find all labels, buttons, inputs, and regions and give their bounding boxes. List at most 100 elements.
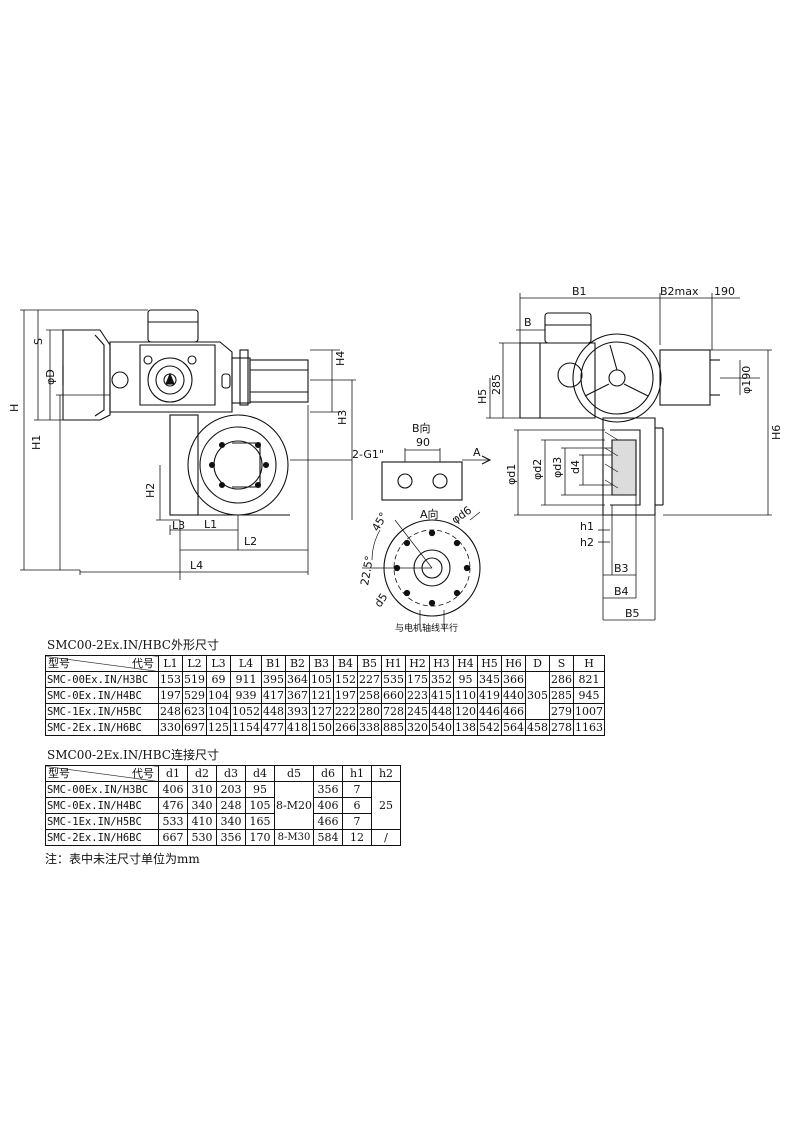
table-cell: 223 <box>405 687 430 704</box>
table-cell: 410 <box>187 813 217 830</box>
table-cell: 175 <box>405 671 430 688</box>
dim-label-d4: d4 <box>569 460 582 474</box>
table-cell: 345 <box>477 671 502 688</box>
table-header-cell: d5 <box>274 765 314 782</box>
table-cell: 458 <box>525 719 550 736</box>
table2-corner-cell: 型号 代号 <box>45 765 159 782</box>
table-cell: 152 <box>333 671 358 688</box>
table-cell: 7 <box>342 781 372 798</box>
table-cell: 477 <box>261 719 286 736</box>
table-cell: 222 <box>333 703 358 720</box>
table-header-cell: H6 <box>501 655 526 672</box>
table-cell: 364 <box>285 671 310 688</box>
table-cell: 418 <box>285 719 310 736</box>
table-header-cell: d1 <box>158 765 188 782</box>
table-cell: 258 <box>357 687 382 704</box>
a-view-title: A向 <box>420 507 439 521</box>
table-cell: 121 <box>309 687 334 704</box>
table-cell: 533 <box>158 813 188 830</box>
technical-drawing: S H φD H1 H2 H4 H3 L3 L1 L2 L4 2-G1" B向 … <box>8 285 783 634</box>
table-cell: 584 <box>313 829 343 846</box>
table-cell: 105 <box>309 671 334 688</box>
table-header-cell: L2 <box>182 655 207 672</box>
model-cell: SMC-0Ex.IN/H4BC <box>45 797 159 814</box>
model-cell: SMC-2Ex.IN/H6BC <box>45 719 159 736</box>
table-cell: 660 <box>381 687 406 704</box>
angle-label-45: 45° <box>369 510 390 533</box>
table-cell: 466 <box>501 703 526 720</box>
table-header-cell: B1 <box>261 655 286 672</box>
table-cell: 153 <box>158 671 183 688</box>
table-header-cell: H1 <box>381 655 406 672</box>
table-cell: 415 <box>429 687 454 704</box>
dim-label-B5: B5 <box>625 607 640 620</box>
table-cell: 197 <box>158 687 183 704</box>
model-cell: SMC-2Ex.IN/H6BC <box>45 829 159 846</box>
table-cell: 446 <box>477 703 502 720</box>
dim-label-B3: B3 <box>614 562 629 575</box>
table-cell: 540 <box>429 719 454 736</box>
table-header-cell: d3 <box>216 765 246 782</box>
table-cell: 1154 <box>230 719 262 736</box>
dim-label-S: S <box>32 338 45 345</box>
table-header-cell: d2 <box>187 765 217 782</box>
table-cell: 519 <box>182 671 207 688</box>
table-header-cell: H5 <box>477 655 502 672</box>
table-row: SMC-2Ex.IN/H6BC 667 530 356 170 8-M30 58… <box>45 829 401 846</box>
table-cell: 448 <box>429 703 454 720</box>
table-cell: 69 <box>206 671 231 688</box>
table-cell: 338 <box>357 719 382 736</box>
dim-label-L4: L4 <box>190 559 203 572</box>
table-cell-d-merged: 305 <box>525 671 550 720</box>
dim-label-h2: h2 <box>580 536 594 549</box>
dim-label-B: B <box>524 316 532 329</box>
table-cell: 821 <box>573 671 605 688</box>
table-header-cell: B2 <box>285 655 310 672</box>
table-cell: 356 <box>216 829 246 846</box>
table-cell: 227 <box>357 671 382 688</box>
table-cell: 352 <box>429 671 454 688</box>
dim-label-H4: H4 <box>334 351 347 366</box>
table-row: SMC-1Ex.IN/H5BC 533 410 340 165 466 7 <box>45 813 401 830</box>
table-cell-h2-merged: 25 <box>371 781 401 830</box>
table-cell: 330 <box>158 719 183 736</box>
table-header-cell: H4 <box>453 655 478 672</box>
dim-label-H3: H3 <box>336 410 349 425</box>
side-view <box>519 312 720 516</box>
dim-label-285: 285 <box>490 374 503 395</box>
corner-model-label: 型号 <box>48 767 70 780</box>
table-cell: 1052 <box>230 703 262 720</box>
table-cell: 417 <box>261 687 286 704</box>
table-cell: 340 <box>187 797 217 814</box>
table-cell: 529 <box>182 687 207 704</box>
table-cell-h2: / <box>371 829 401 846</box>
table-header-cell: d4 <box>245 765 275 782</box>
table1-title: SMC00-2Ex.IN/HBC外形尺寸 <box>47 638 219 652</box>
table2-header-row: 型号 代号 d1 d2 d3 d4 d5 d6 h1 h2 <box>45 765 401 782</box>
table-cell: 440 <box>501 687 526 704</box>
table-cell: 419 <box>477 687 502 704</box>
table-cell: 248 <box>216 797 246 814</box>
table-header-cell: d6 <box>313 765 343 782</box>
table-cell: 623 <box>182 703 207 720</box>
model-cell: SMC-1Ex.IN/H5BC <box>45 813 159 830</box>
table-header-cell: H <box>573 655 605 672</box>
table-cell: 12 <box>342 829 372 846</box>
dim-label-B1: B1 <box>572 285 587 298</box>
table-header-cell: h1 <box>342 765 372 782</box>
table-cell: 310 <box>187 781 217 798</box>
dim-label-d5: d5 <box>372 591 391 610</box>
table-cell: 911 <box>230 671 262 688</box>
table1-header-row: 型号 代号 L1 L2 L3 L4 B1 B2 B3 B4 B5 H1 H2 H… <box>45 655 605 672</box>
dim-label-D: φD <box>44 369 57 385</box>
dim-label-L2: L2 <box>244 535 257 548</box>
table-cell: 530 <box>187 829 217 846</box>
table-cell: 466 <box>313 813 343 830</box>
table-cell: 125 <box>206 719 231 736</box>
model-cell: SMC-00Ex.IN/H3BC <box>45 671 159 688</box>
table-cell: 393 <box>285 703 310 720</box>
table-cell: 406 <box>313 797 343 814</box>
table-header-cell: h2 <box>371 765 401 782</box>
